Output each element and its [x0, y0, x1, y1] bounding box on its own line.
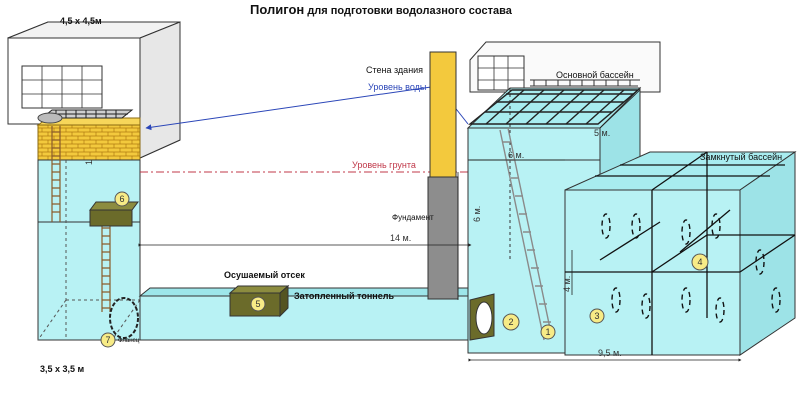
svg-text:3: 3: [594, 311, 599, 321]
building-wall: [429, 51, 457, 178]
title-rest: для подготовки водолазного состава: [307, 5, 512, 17]
hatch-cover: [37, 112, 63, 124]
marker-5: 5: [250, 296, 266, 312]
svg-text:7: 7: [105, 335, 110, 345]
marker-1: 1: [540, 324, 556, 340]
dimension-lines: [138, 89, 742, 362]
closed-length-dim: 9,5 м.: [598, 348, 622, 358]
closed-pool-label: Замкнутый бассейн: [700, 152, 783, 162]
marker-2: 2: [502, 313, 520, 331]
marker-3: 3: [589, 308, 605, 324]
diving-tower: 1: [7, 21, 181, 341]
tunnel-entrance: [469, 293, 495, 341]
foundation-label: Фундамент: [392, 213, 434, 222]
title-main: Полигон: [250, 2, 305, 17]
tower-water: [37, 159, 141, 341]
pool-width-dim: 5 м.: [594, 128, 610, 138]
marker-7: 7: [100, 332, 116, 348]
pool-depth-dim: 6 м.: [472, 206, 482, 222]
pool-length-dim: 6 м.: [508, 150, 524, 160]
compartment-6: [89, 201, 139, 227]
svg-text:2: 2: [508, 317, 513, 327]
marker-6: 6: [114, 191, 130, 207]
flange-ring: [109, 297, 139, 339]
svg-text:5: 5: [255, 299, 260, 309]
tower-rise-dim: 1: [84, 160, 94, 165]
ground-level-label: Уровень грунта: [352, 160, 416, 170]
flange-label: Фланец: [118, 338, 140, 344]
svg-text:1: 1: [545, 327, 550, 337]
page-title: Полигон для подготовки водолазного соста…: [250, 2, 512, 17]
flooded-tunnel-label: Затопленный тоннель: [294, 291, 394, 301]
flooded-tunnel: [138, 287, 482, 341]
tower-brick-rim: [37, 124, 141, 161]
main-pool-label: Основной бассейн: [556, 70, 634, 80]
main-building: [469, 41, 661, 93]
tower-ladder: [51, 126, 111, 312]
pool-grate: [468, 89, 640, 125]
tunnel-length-dim: 14 м.: [390, 233, 411, 243]
foundation-block: [427, 176, 459, 300]
tower-bottom-size-label: 3,5 х 3,5 м: [40, 364, 85, 374]
drained-compartment-label: Осушаемый отсек: [224, 270, 305, 280]
tower-top-size-label: 4,5 х 4,5м: [60, 16, 102, 26]
marker-4: 4: [691, 253, 709, 271]
svg-text:4: 4: [697, 257, 702, 267]
svg-text:6: 6: [119, 194, 124, 204]
closed-pool: [564, 151, 797, 356]
building-wall-label: Стена здания: [366, 65, 424, 75]
water-level-line: [145, 85, 439, 131]
closed-height-dim: 4 м.: [562, 276, 572, 292]
railing: [530, 79, 640, 87]
water-level-label: Уровень воды: [368, 82, 427, 92]
